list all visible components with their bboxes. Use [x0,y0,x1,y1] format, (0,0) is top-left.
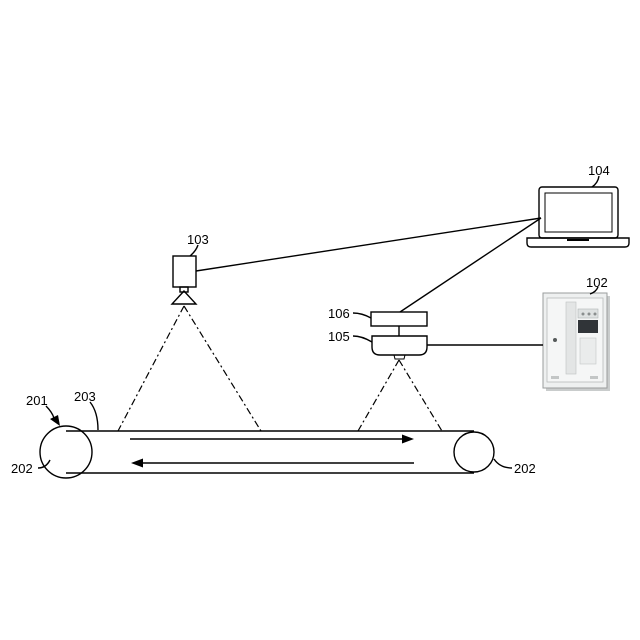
label-105: 105 [328,329,350,344]
label-104: 104 [588,163,610,178]
camera-fov-right [184,306,261,431]
device-fov-left [358,360,399,431]
forward-arrow-head [402,435,414,444]
roller-right [454,432,494,472]
control-panel-icon [543,293,610,391]
label-102: 102 [586,275,608,290]
return-arrow-head [131,459,143,468]
leader-203 [90,402,98,430]
device-106 [371,312,427,326]
laptop-icon [527,187,629,247]
label-203: 203 [74,389,96,404]
device-105 [372,336,427,359]
conveyor [40,426,494,478]
link-camera-laptop [196,218,541,271]
label-106: 106 [328,306,350,321]
device-fov-right [399,360,442,431]
label-103: 103 [187,232,209,247]
label-202-right: 202 [514,461,536,476]
label-201: 201 [26,393,48,408]
roller-left [40,426,92,478]
label-202-left: 202 [11,461,33,476]
camera-fov-left [118,306,184,431]
leader-105 [353,336,372,342]
leader-202-right [494,459,512,468]
leader-201-arrowhead [50,415,60,426]
leader-202-left [38,460,50,468]
leader-106 [353,313,371,318]
link-device-laptop [400,218,541,312]
camera-icon [172,256,196,304]
